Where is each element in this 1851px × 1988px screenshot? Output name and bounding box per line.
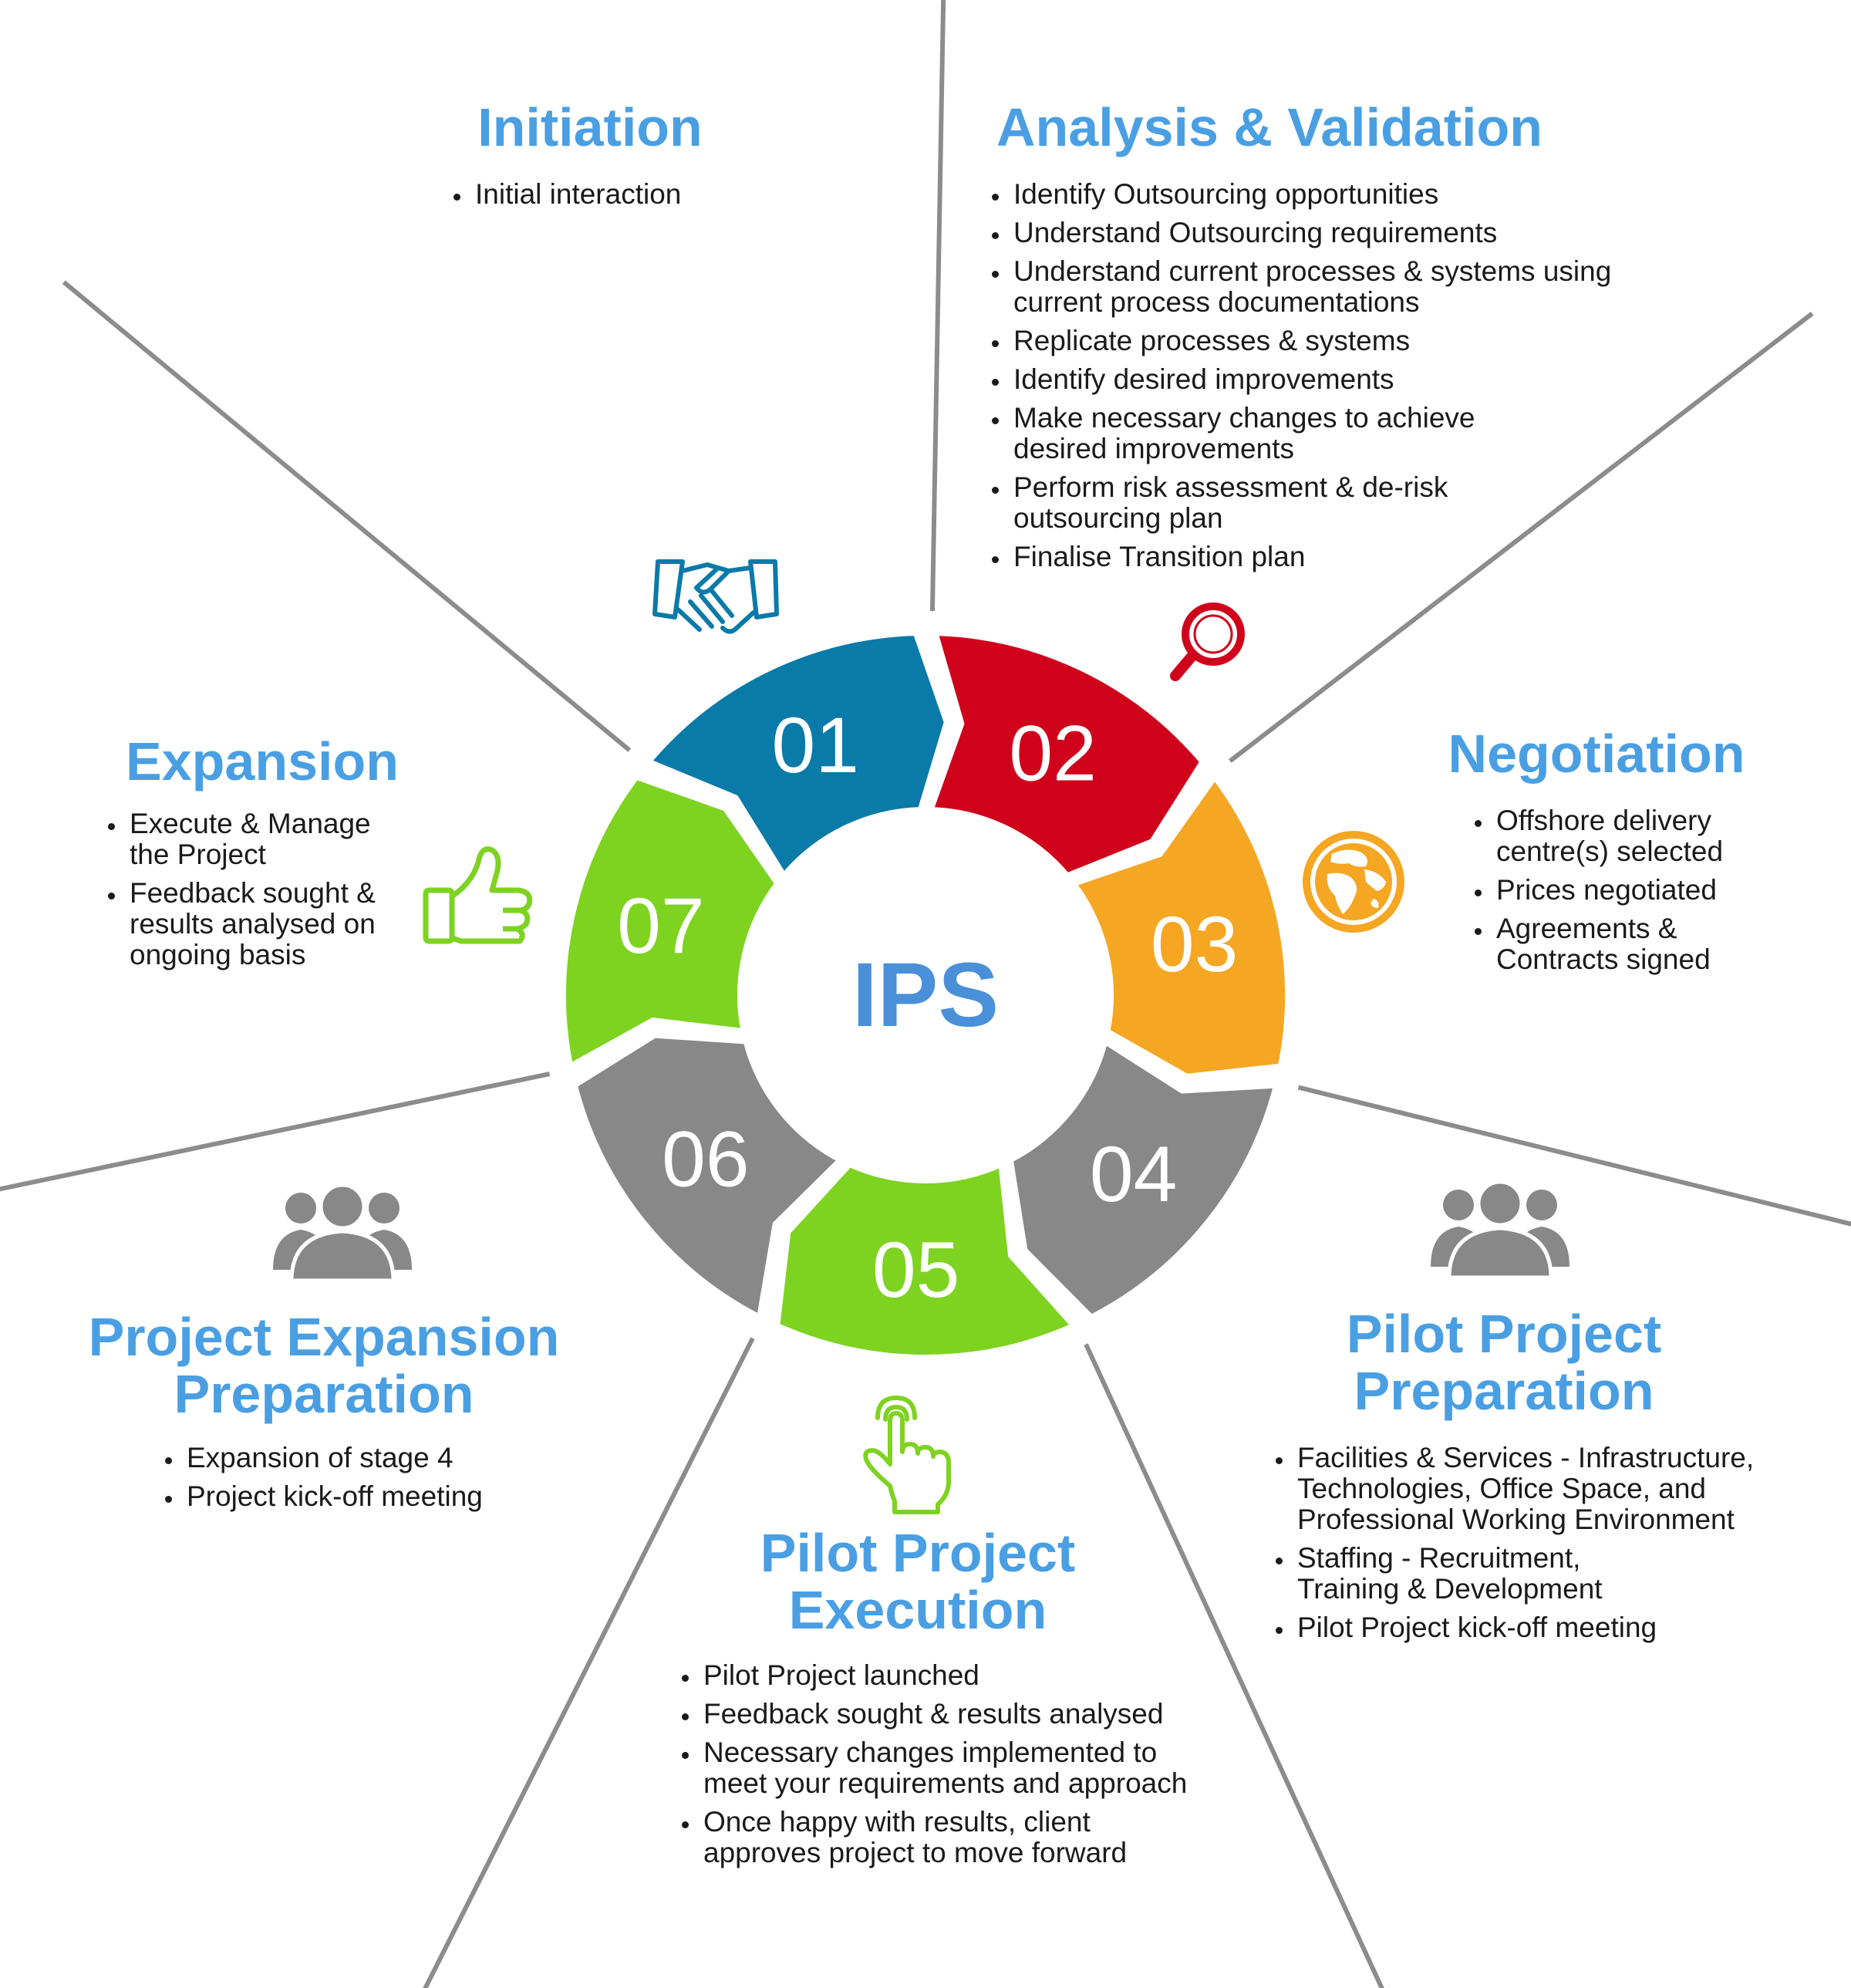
list-item: Offshore delivery centre(s) selected [1493,805,1802,867]
segment-number-03: 03 [1151,900,1238,988]
spoke-line [62,280,632,752]
list-item: Make necessary changes to achieve desire… [1010,403,1507,464]
spoke-line [423,1337,755,1988]
spoke-line [0,1072,551,1192]
list-item: Feedback sought & results analysed [700,1699,1256,1730]
segment-number-06: 06 [662,1116,749,1203]
spoke-line [929,0,946,612]
stage-title-expansion-preparation: Project Expansion Preparation [88,1307,560,1424]
list-item: Replicate processes & systems [1010,326,1635,356]
stage-list-expansion: Execute & Manage the Project Feedback so… [89,808,435,978]
stage-title-analysis: Analysis & Validation [996,97,1542,157]
list-item: Facilities & Services - Infrastructure, … [1294,1443,1849,1535]
list-item: Prices negotiated [1493,875,1802,906]
segment-number-05: 05 [872,1226,959,1314]
list-item: Understand current processes & systems u… [1010,256,1635,318]
center-label: IPS [852,944,999,1046]
stage-title-initiation: Initiation [477,97,703,157]
ring-segment-05 [774,1160,1077,1362]
segment-ring: 01 02 03 04 05 06 07 [560,629,1291,1362]
stage-list-analysis: Identify Outsourcing opportunities Under… [973,179,1635,580]
segment-number-01: 01 [771,701,858,789]
list-item: Identify Outsourcing opportunities [1010,179,1635,210]
ring-segment-07 [560,773,781,1070]
stage-title-expansion: Expansion [126,731,399,791]
group-icon [1431,1180,1569,1280]
spoke-line [1229,312,1814,763]
ring-segment-04 [1006,1038,1280,1321]
list-item: Staffing - Recruitment, Training & Devel… [1294,1543,1637,1605]
spoke-line [1297,1085,1851,1227]
list-item: Execute & Manage the Project [126,808,384,870]
list-item: Pilot Project kick-off meeting [1294,1612,1849,1643]
list-item: Identify desired improvements [1010,364,1635,395]
magnifier-icon [1170,602,1245,681]
list-item: Initial interaction [472,179,834,210]
group-icon [273,1183,412,1283]
segment-number-04: 04 [1090,1130,1177,1218]
stage-list-pilot-preparation: Facilities & Services - Infrastructure, … [1257,1443,1849,1651]
thumbs-up-icon [423,846,533,944]
handshake-icon [652,559,779,634]
ring-segment-03 [1070,773,1291,1080]
list-item: Agreements & Contracts signed [1493,913,1728,975]
globe-icon [1303,831,1404,933]
stage-list-initiation: Initial interaction [435,179,834,218]
list-item: Perform risk assessment & de-risk outsou… [1010,472,1507,534]
list-item: Feedback sought & results analysed on on… [126,878,392,970]
stage-list-negotiation: Offshore delivery centre(s) selected Pri… [1456,805,1802,983]
stage-title-pilot-execution: Pilot Project Execution [760,1523,1076,1640]
list-item: Once happy with results, client approves… [700,1807,1182,1868]
stage-title-pilot-preparation: Pilot Project Preparation [1346,1304,1662,1421]
segment-number-07: 07 [617,882,704,970]
segment-number-02: 02 [1009,710,1096,798]
ring-segment-01 [645,629,950,879]
stage-list-pilot-execution: Pilot Project launched Feedback sought &… [663,1660,1256,1876]
ring-segment-06 [571,1031,845,1321]
list-item: Understand Outsourcing requirements [1010,218,1635,248]
stage-list-expansion-preparation: Expansion of stage 4 Project kick-off me… [147,1443,585,1520]
stage-title-negotiation: Negotiation [1448,724,1745,784]
list-item: Necessary changes implemented to meet yo… [700,1737,1228,1799]
list-item: Finalise Transition plan [1010,542,1635,572]
list-item: Project kick-off meeting [184,1481,585,1512]
spoke-line [1084,1343,1384,1988]
ring-segment-02 [927,629,1206,879]
list-item: Expansion of stage 4 [184,1443,585,1473]
list-item: Pilot Project launched [700,1660,1256,1691]
touch-hand-icon [863,1396,951,1514]
